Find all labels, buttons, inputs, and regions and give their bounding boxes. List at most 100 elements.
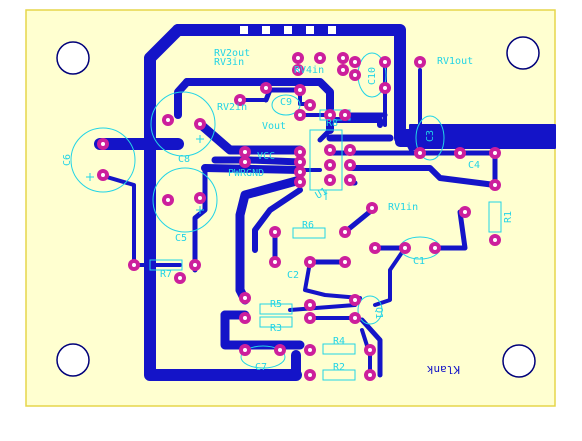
label-q1: Q1 [373, 307, 384, 319]
pad-icon [379, 82, 391, 94]
pad-icon [239, 312, 251, 324]
label-c5: C5 [175, 233, 187, 244]
pad-icon [239, 146, 251, 158]
pad-icon [349, 294, 361, 306]
pad-icon [97, 138, 109, 150]
pad-icon [337, 52, 349, 64]
pad-icon [324, 159, 336, 171]
label-rv1out: RV1out [437, 56, 473, 67]
pad-icon [414, 56, 426, 68]
pad-icon [97, 169, 109, 181]
label-c6: C6 [62, 154, 73, 166]
pad-icon [304, 99, 316, 111]
pad-icon [162, 114, 174, 126]
pad-icon [369, 242, 381, 254]
r7-outline [149, 259, 183, 271]
pad-icon [344, 159, 356, 171]
pad-icon [234, 94, 246, 106]
pad-icon [349, 56, 361, 68]
pad-icon [239, 156, 251, 168]
label-u1: U1 [314, 186, 330, 202]
label-c10: C10 [367, 67, 378, 85]
pad-icon [459, 206, 471, 218]
pad-icon [274, 344, 286, 356]
pad-icon [260, 82, 272, 94]
pad-icon [304, 256, 316, 268]
label-r7: R7 [160, 269, 172, 280]
label-vout: Vout [262, 121, 286, 132]
label-c3: C3 [425, 130, 436, 142]
label-c2: C2 [287, 270, 299, 281]
pad-icon [489, 234, 501, 246]
r2-outline [322, 369, 356, 381]
pad-icon [162, 194, 174, 206]
pad-icon [366, 202, 378, 214]
pad-icon [128, 259, 140, 271]
pad-icon [304, 369, 316, 381]
label-r1: R1 [503, 211, 514, 223]
mount-hole-icon [506, 36, 540, 70]
pad-icon [344, 174, 356, 186]
pad-icon [292, 64, 304, 76]
pad-icon [269, 256, 281, 268]
pad-icon [337, 64, 349, 76]
header-pad-icon [306, 26, 314, 34]
pad-icon [489, 147, 501, 159]
c7-outline [240, 345, 286, 369]
mount-hole-icon [56, 41, 90, 75]
label-rv2in: RV2in [217, 102, 247, 113]
pad-icon [324, 109, 336, 121]
pad-icon [294, 146, 306, 158]
header-pad-icon [262, 26, 270, 34]
label-rv2out: RV2out [214, 48, 250, 59]
pad-icon [194, 192, 206, 204]
label-pwrgnd: PWRGND [228, 168, 264, 179]
pad-icon [174, 272, 186, 284]
c6-outline [70, 127, 136, 193]
q1-outline [357, 295, 383, 325]
label-c4: C4 [468, 160, 480, 171]
pad-icon [379, 56, 391, 68]
pad-icon [364, 344, 376, 356]
mount-holes [56, 36, 540, 378]
label-c8: C8 [178, 154, 190, 165]
pad-icon [292, 52, 304, 64]
pad-icon [189, 259, 201, 271]
pad-icon [414, 147, 426, 159]
copper-traces [94, 24, 556, 381]
label-r5: R5 [270, 299, 282, 310]
pad-icon [324, 174, 336, 186]
pad-icon [349, 69, 361, 81]
pad-icon [314, 52, 326, 64]
c8-outline [150, 91, 216, 157]
pad-icon [239, 292, 251, 304]
pad-list [97, 52, 501, 381]
pad-icon [429, 242, 441, 254]
mount-hole-icon [502, 344, 536, 378]
pad-icon [239, 344, 251, 356]
header-pad-icon [240, 26, 248, 34]
pad-icon [294, 166, 306, 178]
header-pad-icon [284, 26, 292, 34]
c9-outline [271, 94, 301, 116]
pad-icon [364, 369, 376, 381]
label-r6: R6 [302, 220, 314, 231]
c3-outline [415, 115, 445, 161]
pad-icon [324, 144, 336, 156]
pad-icon [294, 84, 306, 96]
pad-icon [304, 312, 316, 324]
silkscreen [70, 52, 502, 381]
c5-outline [152, 167, 218, 233]
r1-outline [488, 201, 502, 233]
r6-outline [292, 227, 326, 239]
label-vcc: VCC [257, 151, 275, 162]
plus-sign-icon [86, 173, 94, 181]
labels: RV2out RV3in RV4in RV1out RV2in Vout VCC… [62, 48, 514, 376]
pad-icon [294, 176, 306, 188]
label-c1: C1 [413, 256, 425, 267]
pad-icon [454, 147, 466, 159]
label-r4: R4 [333, 336, 345, 347]
pad-icon [489, 179, 501, 191]
polarity-marks [86, 135, 204, 214]
